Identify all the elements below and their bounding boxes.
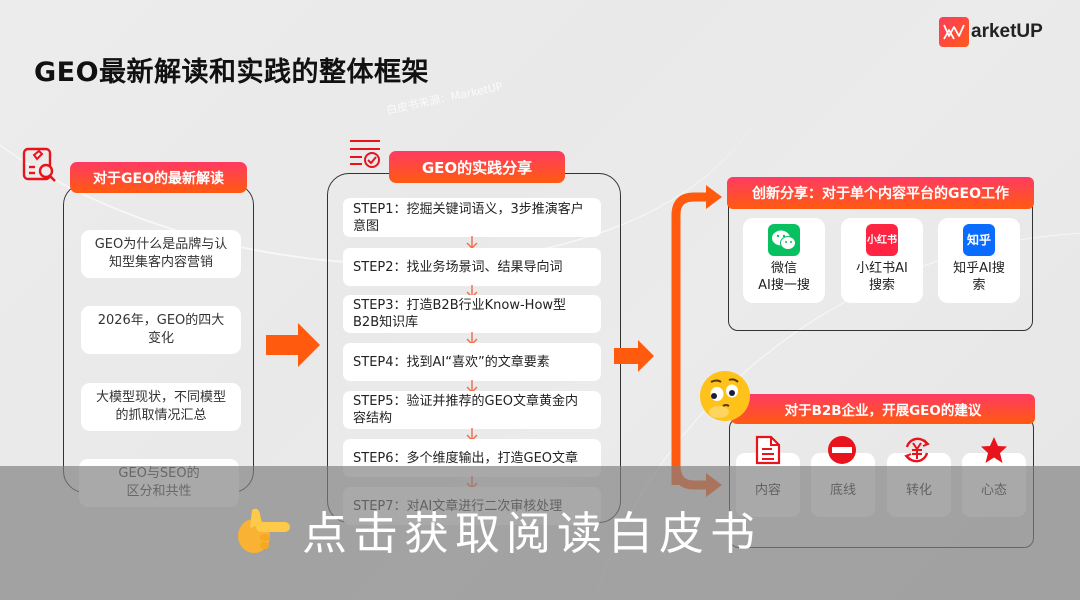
step-item[interactable]: STEP1：挖掘关键词语义，3步推演客户意图 xyxy=(343,198,601,237)
checklist-icon xyxy=(348,138,384,170)
read-whitepaper-button[interactable]: 点击获取阅读白皮书 xyxy=(232,497,761,562)
item-line: 2026年，GEO的四大 xyxy=(97,313,225,328)
document-icon xyxy=(755,435,781,465)
platform-name: 索 xyxy=(972,278,986,293)
step-item[interactable]: STEP2：找业务场景词、结果导向词 xyxy=(343,248,601,286)
latest-interpretation-header: 对于GEO的最新解读 xyxy=(70,162,247,193)
item-line: GEO为什么是品牌与认 xyxy=(94,237,228,252)
step-line: STEP6：多个维度输出，打造GEO文章 xyxy=(353,450,579,466)
star-icon xyxy=(981,437,1007,463)
right-arrow-icon xyxy=(614,340,654,372)
branch-arrow-icon xyxy=(664,185,724,505)
step-line: STEP2：找业务场景词、结果导向词 xyxy=(353,259,563,275)
interpretation-item[interactable]: 大模型现状，不同模型的抓取情况汇总 xyxy=(81,383,241,431)
step-item[interactable]: STEP3：打造B2B行业Know-How型 B2B知识库 xyxy=(343,295,601,333)
item-line: 变化 xyxy=(147,331,174,346)
platform-name: 小红书AI xyxy=(856,261,908,276)
yuan-exchange-icon xyxy=(904,437,930,463)
practice-share-header: GEO的实践分享 xyxy=(389,151,565,183)
platform-name: 微信 xyxy=(770,261,797,276)
interpretation-item[interactable]: GEO为什么是品牌与认知型集客内容营销 xyxy=(81,230,241,278)
cta-overlay xyxy=(0,466,1080,600)
step-item[interactable]: STEP4：找到AI“喜欢”的文章要素 xyxy=(343,343,601,381)
step-line: 容结构 xyxy=(353,411,393,426)
platform-name: 搜索 xyxy=(868,278,895,293)
zhihu-icon: 知乎 xyxy=(963,224,995,256)
platform-card-zhihu[interactable]: 知乎 知乎AI搜 索 xyxy=(938,218,1020,303)
thinking-face-icon xyxy=(699,370,751,422)
step-line: 意图 xyxy=(353,218,380,234)
marketup-logo[interactable]: arketUP xyxy=(939,17,1043,47)
interpretation-item[interactable]: 2026年，GEO的四大变化 xyxy=(81,306,241,354)
pointing-hand-icon xyxy=(238,508,290,553)
b2b-advice-header: 对于B2B企业，开展GEO的建议 xyxy=(731,394,1035,424)
step-line: B2B知识库 xyxy=(353,315,419,330)
platform-panel-header: 创新分享：对于单个内容平台的GEO工作 xyxy=(727,177,1034,209)
xiaohongshu-icon: 小红书 xyxy=(866,224,898,256)
edit-search-icon xyxy=(22,147,62,187)
step-line: STEP3：打造B2B行业Know-How型 xyxy=(353,298,567,313)
cta-text: 点击获取阅读白皮书 xyxy=(302,507,762,560)
step-line: STEP4：找到AI“喜欢”的文章要素 xyxy=(353,354,550,370)
logo-text: arketUP xyxy=(971,21,1043,42)
right-arrow-icon xyxy=(266,323,320,367)
platform-card-wechat[interactable]: 微信 AI搜一搜 xyxy=(743,218,825,303)
item-line: 的抓取情况汇总 xyxy=(115,408,207,423)
page-title: GEO最新解读和实践的整体框架 xyxy=(34,57,430,88)
item-line: 大模型现状，不同模型 xyxy=(95,390,226,405)
step-line: STEP5：验证并推荐的GEO文章黄金内 xyxy=(353,394,579,409)
item-line: 知型集客内容营销 xyxy=(108,255,213,270)
no-entry-icon xyxy=(828,436,856,464)
platform-name: AI搜一搜 xyxy=(758,278,810,293)
platform-card-xiaohongshu[interactable]: 小红书 小红书AI 搜索 xyxy=(841,218,923,303)
step-item[interactable]: STEP5：验证并推荐的GEO文章黄金内容结构 xyxy=(343,391,601,429)
logo-mark-icon xyxy=(939,17,969,47)
platform-name: 知乎AI搜 xyxy=(953,261,1005,276)
step-line: STEP1：挖掘关键词语义，3步推演客户 xyxy=(353,201,584,217)
wechat-icon xyxy=(768,224,800,256)
